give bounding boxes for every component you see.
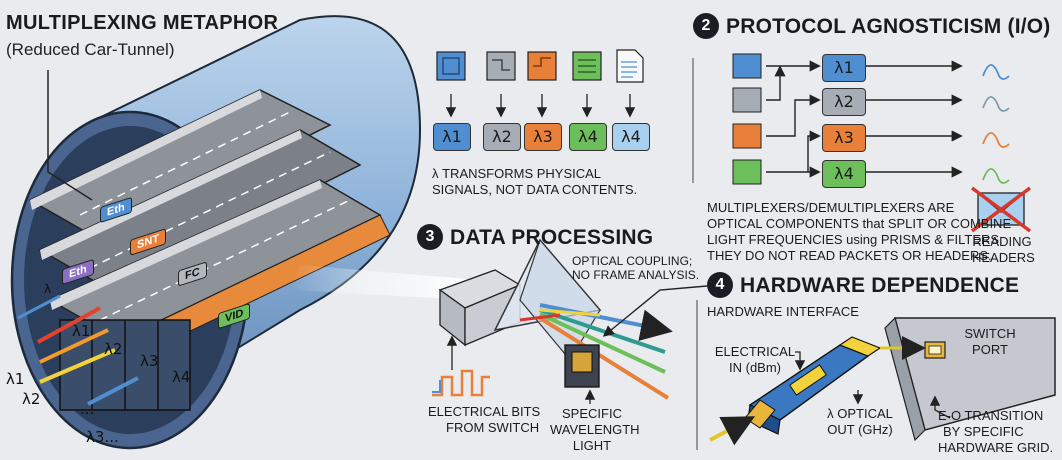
transform-lambda-3: λ3: [524, 123, 562, 151]
input-label-1: λ1: [6, 370, 25, 388]
protocol-lambda-3: λ3: [822, 124, 866, 152]
bits-label-1: ELECTRICAL BITS: [428, 404, 541, 419]
transform-lambda-1: λ1: [433, 123, 471, 151]
signal-icons-row: [436, 49, 644, 118]
protocol-title: PROTOCOL AGNOSTICISM (I/O): [726, 15, 1051, 38]
wave-icon: [982, 168, 1010, 184]
transform-lambda-4: λ4: [569, 123, 607, 151]
circuit-icon: [732, 123, 762, 149]
hardware-interface-label: HARDWARE INTERFACE: [707, 304, 859, 319]
protocol-diagram: [692, 53, 1032, 233]
bits-label-2: FROM SWITCH: [446, 420, 540, 435]
protocol-lambda-4: λ4: [822, 160, 866, 188]
hardware-title: HARDWARE DEPENDENCE: [740, 274, 1020, 297]
car-tunnel: [10, 15, 422, 450]
tunnel-lambda-4: λ4: [172, 368, 191, 386]
transforms-caption-2: SIGNALS, NOT DATA CONTENTS.: [432, 182, 638, 197]
tunnel-lambda-top: λ: [44, 282, 52, 296]
input-label-3: λ3...: [86, 428, 119, 446]
wave-icon: [982, 96, 1010, 112]
switch-label-2: PORT: [972, 342, 1008, 357]
multiplexing-title: MULTIPLEXING METAPHOR: [6, 12, 279, 34]
transform-lambda-2: λ2: [483, 123, 521, 151]
input-label-dots: ...: [80, 400, 95, 418]
chip-icon: [732, 53, 762, 79]
protocol-note-1: MULTIPLEXERS/DEMULTIPLEXERS ARE: [707, 200, 955, 215]
light-label-2: WAVELENGTH: [550, 422, 640, 437]
tunnel-lambda-2: λ2: [104, 340, 123, 358]
chip-icon: [436, 51, 466, 81]
optical-label-2: OUT (GHz): [827, 422, 893, 437]
optical-label-1: λ OPTICAL: [827, 406, 893, 421]
tunnel-lambda-1: λ1: [72, 322, 91, 340]
circuit-icon: [732, 87, 762, 113]
electrical-label-1: ELECTRICAL: [714, 344, 796, 359]
electrical-label-2: IN (dBm): [729, 360, 781, 375]
eo-label-3: HARDWARE GRID.: [938, 440, 1054, 455]
transforms-caption-1: λ TRANSFORMS PHYSICAL: [432, 166, 602, 181]
section-number-2: 2: [693, 13, 719, 39]
tunnel-lambda-3: λ3: [140, 352, 159, 370]
protocol-note-3: LIGHT FREQUENCIES using PRISMS & FILTERS…: [707, 232, 1003, 247]
multiplexing-subtitle: (Reduced Car-Tunnel): [6, 40, 175, 59]
crossed-envelope-icon: [970, 186, 1032, 233]
input-label-2: λ2: [22, 390, 41, 408]
section-number-4: 4: [707, 272, 733, 298]
coupling-label-1: OPTICAL COUPLING;: [572, 254, 693, 268]
light-label-1: SPECIFIC: [562, 406, 622, 421]
coupling-label-2: NO FRAME ANALYSIS.: [572, 268, 700, 282]
protocol-lambda-2: λ2: [822, 88, 866, 116]
wave-icon: [982, 64, 1010, 80]
prism-diagram: [290, 238, 708, 404]
circuit-icon: [486, 51, 516, 81]
section-number-3: 3: [417, 224, 443, 250]
circuit-icon: [527, 51, 557, 81]
wave-icon: [982, 132, 1010, 148]
eo-label-2: BY SPECIFIC: [943, 424, 1024, 439]
reading-label-1: READING: [972, 234, 1032, 249]
processing-title: DATA PROCESSING: [450, 226, 654, 249]
hardware-diagram: [696, 300, 1056, 450]
eo-label-1: E-O TRANSITION: [938, 408, 1044, 423]
switch-label-1: SWITCH: [964, 326, 1016, 341]
protocol-note-4: THEY DO NOT READ PACKETS OR HEADERS.: [707, 248, 992, 263]
reading-label-2: HEADERS: [972, 250, 1035, 265]
transform-lambda-5: λ4: [612, 123, 650, 151]
circuit-icon: [732, 159, 762, 185]
light-label-3: LIGHT: [572, 438, 612, 453]
protocol-lambda-1: λ1: [822, 54, 866, 82]
protocol-note-2: OPTICAL COMPONENTS that SPLIT OR COMBINE: [707, 216, 1012, 231]
document-icon: [616, 49, 644, 83]
